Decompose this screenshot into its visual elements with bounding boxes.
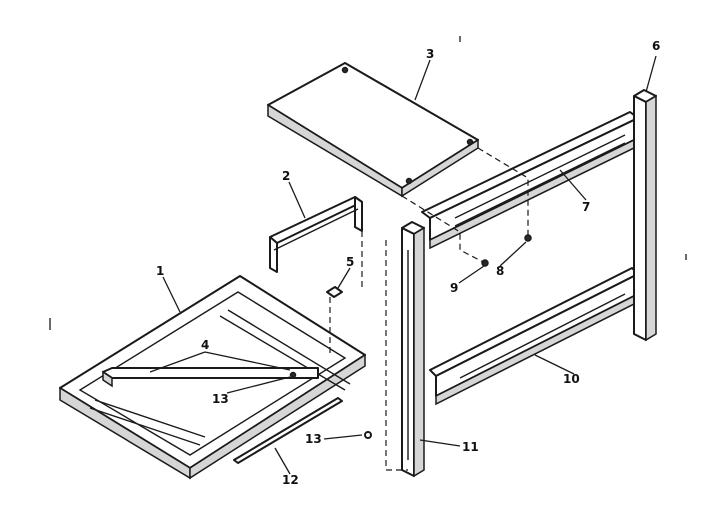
leader-lines (149, 55, 657, 475)
callout-13-lower: 13 (305, 432, 322, 446)
assembly-lines (329, 147, 529, 471)
callout-12: 12 (282, 473, 299, 487)
callout-8: 8 (496, 264, 504, 278)
callout-5: 5 (346, 255, 354, 269)
screw-13 (289, 371, 372, 439)
callout-1: 1 (156, 264, 164, 278)
callout-11: 11 (462, 440, 479, 454)
part-10-lower-rail (429, 267, 639, 406)
part-5-clip (326, 286, 343, 298)
callout-10: 10 (563, 372, 580, 386)
callouts: 3 2 1 4 5 6 7 8 9 10 11 12 13 13 (156, 39, 660, 487)
callout-2: 2 (282, 169, 290, 183)
callout-7: 7 (582, 200, 590, 214)
callout-9: 9 (450, 281, 458, 295)
part-11-left-post (401, 221, 425, 478)
part-7-upper-rail (421, 111, 639, 250)
part-3-top-panel (267, 62, 479, 198)
part-12-strip (233, 397, 343, 464)
part-6-right-post (633, 89, 657, 342)
part-4-cross-bar (102, 367, 319, 388)
callout-3: 3 (426, 47, 434, 61)
callout-6: 6 (652, 39, 660, 53)
scan-marks (49, 36, 687, 330)
callout-4: 4 (201, 338, 209, 352)
screw-8-9 (481, 234, 532, 267)
callout-13-upper: 13 (212, 392, 229, 406)
